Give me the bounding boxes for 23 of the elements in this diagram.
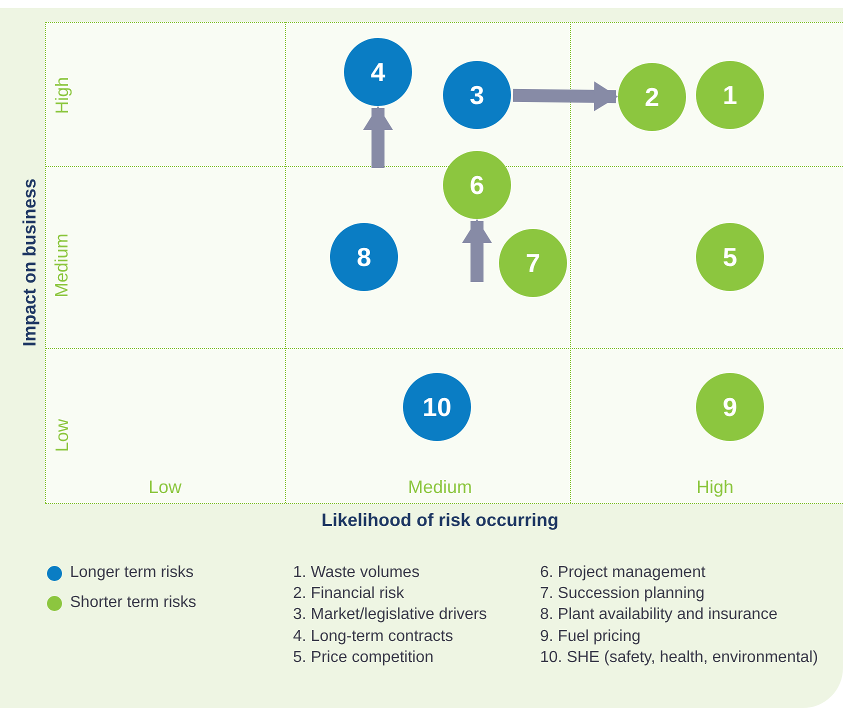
arrow [512,81,618,112]
risk-list-item: 8. Plant availability and insurance [540,606,778,624]
legend-label: Longer term risks [70,564,194,582]
risk-list-item: 10. SHE (safety, health, environmental) [540,649,818,667]
risk-list-item: 6. Project management [540,564,706,582]
legend-label: Shorter term risks [70,594,196,612]
risk-list-item: 7. Succession planning [540,585,705,603]
axis-tick-label: Medium [52,232,73,298]
risk-list-item: 9. Fuel pricing [540,628,640,646]
axis-tick-label: Low [52,418,73,452]
axis-title: Impact on business [20,178,41,346]
axis-tick-label: Medium [408,476,472,498]
axis-title: Likelihood of risk occurring [322,510,559,530]
arrow [462,219,492,282]
arrow [363,106,393,168]
axis-tick-label: High [52,76,73,114]
risk-list-item: 5. Price competition [293,649,434,667]
risk-list-item: 4. Long-term contracts [293,628,454,646]
axis-tick-label: Low [148,476,182,498]
risk-list-item: 1. Waste volumes [293,564,420,582]
axis-tick-label: High [696,476,734,498]
risk-list-item: 3. Market/legislative drivers [293,606,487,624]
risk-list-item: 2. Financial risk [293,585,404,603]
